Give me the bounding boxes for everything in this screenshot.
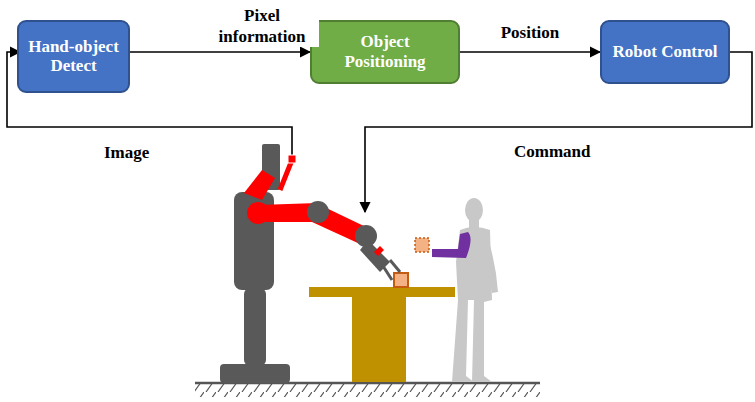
camera: [288, 155, 296, 163]
robot-neck: [244, 170, 275, 200]
box-label: Robot Control: [607, 42, 724, 62]
edge-label: Pixel information: [205, 6, 319, 47]
box-label: Object Positioning: [312, 32, 458, 71]
table-leg: [352, 296, 406, 382]
box-label: Hand-object Detect: [19, 37, 128, 76]
object-on-table: [394, 273, 408, 287]
robot-body: [220, 144, 290, 383]
flow-arrow: [130, 51, 310, 53]
signal-label: Image: [102, 143, 151, 163]
human-figure: [452, 198, 498, 382]
held-object: [415, 238, 429, 252]
robot-arm: [247, 201, 400, 280]
process-box: Hand-object Detect: [17, 20, 130, 93]
flow-arrow: [460, 51, 600, 53]
process-box: Object Positioning: [310, 20, 460, 84]
signal-label: Command: [512, 142, 593, 162]
ground-hatch: [195, 383, 540, 397]
process-box: Robot Control: [600, 20, 730, 84]
camera-mount: [280, 160, 292, 190]
human-arm: [432, 232, 471, 258]
edge-label: Position: [483, 23, 577, 43]
table-top: [309, 287, 455, 297]
